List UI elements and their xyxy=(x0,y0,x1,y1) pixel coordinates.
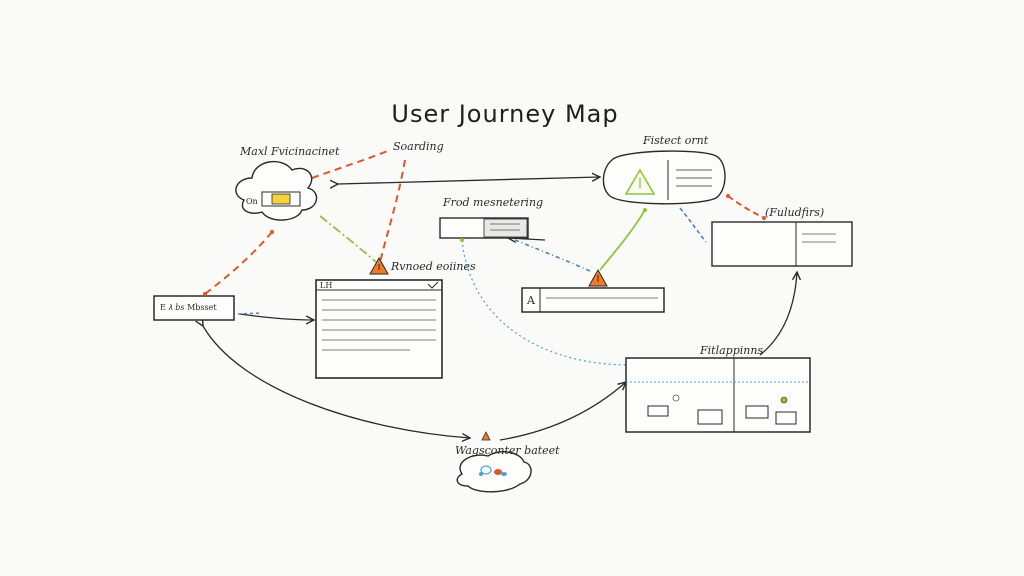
label-cloud-top-right: Fistect ornt xyxy=(642,134,709,147)
alert-flag-icon xyxy=(481,431,491,441)
anchor-dot xyxy=(726,194,730,198)
anchor-dot xyxy=(203,292,207,296)
bar-middle xyxy=(439,217,529,239)
warning-input xyxy=(588,268,608,287)
input-box-letter: A xyxy=(526,294,536,307)
label-dashboard: Fitlappinns xyxy=(699,344,763,357)
connector-orange-left xyxy=(204,231,273,295)
connector-green-right xyxy=(599,209,646,271)
input-box xyxy=(521,287,665,313)
label-cloud-bottom: Wagsconter bateet xyxy=(455,444,560,457)
label-warning-center: Rvnoed eoiines xyxy=(390,260,476,273)
svg-text:On: On xyxy=(246,197,258,206)
connector-orange-top xyxy=(311,149,391,179)
connector-blue-dashed xyxy=(514,239,593,273)
anchor-dot xyxy=(270,230,274,234)
dashboard-box xyxy=(625,357,811,433)
anchor-dot xyxy=(460,238,464,242)
list-box: LH xyxy=(315,279,443,379)
svg-text:LH: LH xyxy=(320,281,332,290)
connector-blue-right xyxy=(679,207,707,243)
connector-orange-right xyxy=(727,195,765,219)
connector-dashboard-to-side xyxy=(759,272,797,356)
side-box-right xyxy=(711,221,853,267)
connector-top-arrow xyxy=(338,177,600,184)
card-left-text: E 𝜆 𝑏𝑠 Mbsset xyxy=(160,303,217,312)
check-icon xyxy=(427,281,439,289)
label-soarding: Soarding xyxy=(393,140,444,153)
label-side-box-right: (Fuludfirs) xyxy=(765,206,824,219)
connector-bottom-to-dashboard xyxy=(499,382,626,441)
label-bar-middle: Frod mesnetering xyxy=(442,196,543,209)
label-cloud-top-left: Maxl Fvicinacinet xyxy=(239,145,340,158)
connector-card-to-list xyxy=(239,313,314,320)
connector-card-to-bottom xyxy=(203,326,470,438)
cloud-top-left: On xyxy=(235,160,318,221)
connector-orange-down xyxy=(379,159,406,263)
anchor-dot xyxy=(643,208,647,212)
diagram-title: User Journey Map xyxy=(391,100,618,128)
card-left xyxy=(153,295,235,321)
connector-card-blue-stub xyxy=(237,312,263,315)
cloud-bottom xyxy=(456,431,532,493)
connector-dotted-long xyxy=(461,239,631,366)
cloud-top-right xyxy=(602,150,726,205)
warning-center xyxy=(369,256,389,275)
anchor-dot xyxy=(762,216,766,220)
connector-green-left xyxy=(319,215,377,263)
